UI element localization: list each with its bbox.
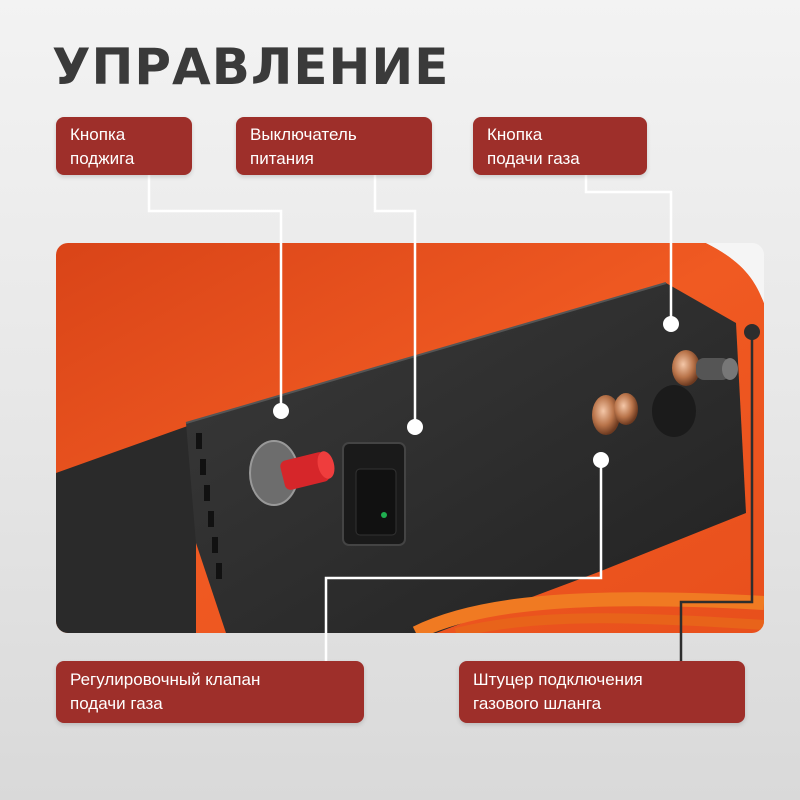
fitting-label-line2: газового шланга [473,694,602,713]
power-label-line2: питания [250,149,314,168]
gas-button-marker [663,316,679,332]
fitting-marker [744,324,760,340]
ignition-label-line1: Кнопка [70,125,126,144]
gas-button-label-line1: Кнопка [487,125,543,144]
ignition-button-label: Кнопка поджига [56,117,192,175]
heater-control-panel-photo [56,243,764,633]
valve-label-line2: подачи газа [70,694,163,713]
gas-button-label: Кнопка подачи газа [473,117,647,175]
ignition-marker [273,403,289,419]
ignition-label-line2: поджига [70,149,135,168]
valve-marker [593,452,609,468]
power-label-line1: Выключатель [250,125,357,144]
gas-button-label-line2: подачи газа [487,149,580,168]
regulating-valve-label: Регулировочный клапан подачи газа [56,661,364,723]
power-marker [407,419,423,435]
power-switch-label: Выключатель питания [236,117,432,175]
page-title: УПРАВЛЕНИЕ [52,38,450,96]
hose-fitting-label: Штуцер подключения газового шланга [459,661,745,723]
fitting-label-line1: Штуцер подключения [473,670,643,689]
valve-label-line1: Регулировочный клапан [70,670,261,689]
